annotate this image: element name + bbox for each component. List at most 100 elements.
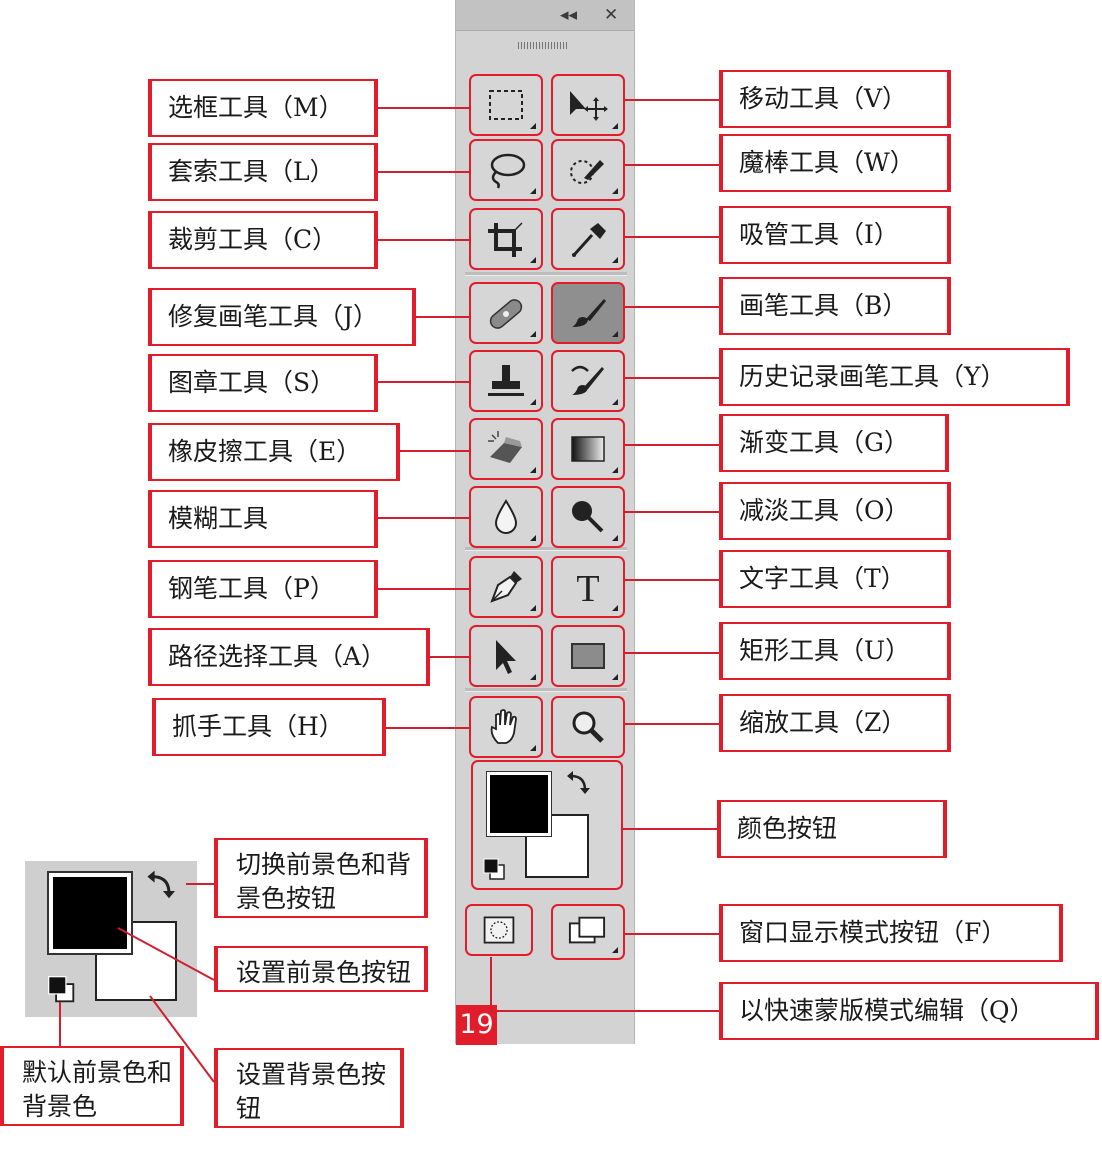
- label-screen-mode: 窗口显示模式按钮（F）: [719, 904, 1063, 962]
- rectangle-icon: [571, 643, 605, 669]
- drop-icon: [494, 499, 518, 534]
- type-icon-glyph: T: [576, 568, 599, 607]
- quick-select-tool-button[interactable]: [551, 139, 625, 201]
- eraser-icon: [488, 431, 522, 463]
- connector-line: [378, 381, 469, 383]
- pen-tool-button[interactable]: [469, 556, 543, 618]
- close-icon[interactable]: ✕: [604, 5, 619, 25]
- label-dodge-tool: 减淡工具（O）: [719, 482, 951, 540]
- hand-tool-button[interactable]: [469, 696, 543, 758]
- foreground-swatch[interactable]: [486, 771, 552, 837]
- label-path-selection-tool: 路径选择工具（A）: [148, 628, 430, 686]
- connector-line: [625, 236, 719, 238]
- label-eraser-tool: 橡皮擦工具（E）: [148, 423, 400, 481]
- connector-line: [430, 656, 469, 658]
- brush-tool-button[interactable]: [551, 282, 625, 344]
- detail-default-colors-icon: [48, 976, 75, 1003]
- move-icon: [570, 91, 608, 121]
- stamp-icon: [488, 365, 524, 396]
- connector-line: [416, 316, 469, 318]
- move-tool-button[interactable]: [551, 74, 625, 136]
- label-healing-brush-tool: 修复画笔工具（J）: [148, 288, 416, 346]
- label-marquee-tool: 选框工具（M）: [148, 79, 378, 137]
- rectangle-tool-button[interactable]: [551, 625, 625, 687]
- type-icon: T: [576, 568, 599, 607]
- collapse-icon[interactable]: ◂◂: [560, 5, 578, 25]
- arrow-icon: [496, 640, 516, 674]
- stamp-tool-button[interactable]: [469, 350, 543, 412]
- brush-icon: [572, 299, 606, 327]
- label-set-background: 设置背景色按钮: [214, 1048, 404, 1128]
- label-zoom-tool: 缩放工具（Z）: [719, 694, 951, 752]
- dodge-tool-button[interactable]: [551, 486, 625, 548]
- blur-tool-button[interactable]: [469, 486, 543, 548]
- zoom-tool-button[interactable]: [551, 696, 625, 758]
- default-colors-icon[interactable]: [481, 856, 507, 882]
- connector-line: [625, 511, 719, 513]
- dodge-icon: [572, 501, 604, 533]
- connector-line: [625, 723, 719, 725]
- label-magic-wand-tool: 魔棒工具（W）: [719, 134, 951, 192]
- screen-mode-icon: [568, 916, 606, 944]
- connector-line: [490, 957, 492, 1011]
- connector-line: [625, 99, 719, 101]
- label-default-colors: 默认前景色和背景色: [0, 1046, 184, 1126]
- hand-icon: [490, 709, 517, 744]
- gradient-tool-button[interactable]: [551, 418, 625, 480]
- eraser-tool-button[interactable]: [469, 418, 543, 480]
- separator: [465, 547, 627, 551]
- label-move-tool: 移动工具（V）: [719, 70, 951, 128]
- figure-number-badge: 19: [456, 1005, 497, 1045]
- quick-mask-icon: [483, 916, 515, 944]
- connector-line: [625, 579, 719, 581]
- path-selection-tool-button[interactable]: [469, 625, 543, 687]
- screen-mode-button[interactable]: [551, 904, 625, 960]
- label-set-foreground: 设置前景色按钮: [214, 946, 428, 992]
- label-brush-tool: 画笔工具（B）: [719, 277, 951, 335]
- panel-grip[interactable]: [518, 42, 568, 49]
- marquee-icon: [489, 90, 523, 120]
- connector-line: [378, 517, 469, 519]
- connector-line: [625, 377, 719, 379]
- label-eyedropper-tool: 吸管工具（I）: [719, 206, 951, 264]
- label-swap-colors: 切换前景色和背景色按钮: [214, 838, 428, 918]
- healing-brush-tool-button[interactable]: [469, 282, 543, 344]
- connector-line: [623, 828, 717, 830]
- color-swatch-detail: [25, 861, 197, 1017]
- pen-icon: [490, 571, 522, 603]
- label-quick-mask: 以快速蒙版模式编辑（Q）: [719, 982, 1099, 1040]
- connector-line: [625, 933, 719, 935]
- crop-tool-button[interactable]: [469, 208, 543, 270]
- gradient-icon: [571, 436, 605, 462]
- magnifier-icon: [572, 711, 604, 743]
- detail-swap-arrow-icon: [147, 870, 175, 899]
- label-color-buttons: 颜色按钮: [717, 800, 947, 858]
- connector-line: [625, 652, 719, 654]
- history-brush-icon: [571, 365, 604, 395]
- connector-line: [400, 450, 469, 452]
- connector-line: [386, 727, 469, 729]
- connector-line: [378, 171, 469, 173]
- separator: [465, 688, 627, 692]
- type-tool-button[interactable]: T: [551, 556, 625, 618]
- quick-mask-button[interactable]: [465, 904, 533, 956]
- label-pen-tool: 钢笔工具（P）: [148, 560, 378, 618]
- label-rectangle-tool: 矩形工具（U）: [719, 622, 951, 680]
- quick-select-icon: [570, 160, 604, 184]
- marquee-tool-button[interactable]: [469, 74, 543, 136]
- swap-arrow-icon[interactable]: [565, 768, 595, 798]
- history-brush-tool-button[interactable]: [551, 350, 625, 412]
- lasso-icon: [490, 153, 526, 189]
- label-stamp-tool: 图章工具（S）: [148, 354, 378, 412]
- eyedropper-tool-button[interactable]: [551, 208, 625, 270]
- connector-line: [625, 306, 719, 308]
- label-lasso-tool: 套索工具（L）: [148, 143, 378, 201]
- connector-line: [625, 164, 719, 166]
- color-buttons-group: [471, 760, 623, 890]
- separator: [465, 272, 627, 276]
- panel-header: ◂◂ ✕: [456, 0, 634, 31]
- label-history-brush-tool: 历史记录画笔工具（Y）: [719, 348, 1070, 406]
- connector-line: [490, 1010, 719, 1012]
- connector-line: [378, 107, 469, 109]
- lasso-tool-button[interactable]: [469, 139, 543, 201]
